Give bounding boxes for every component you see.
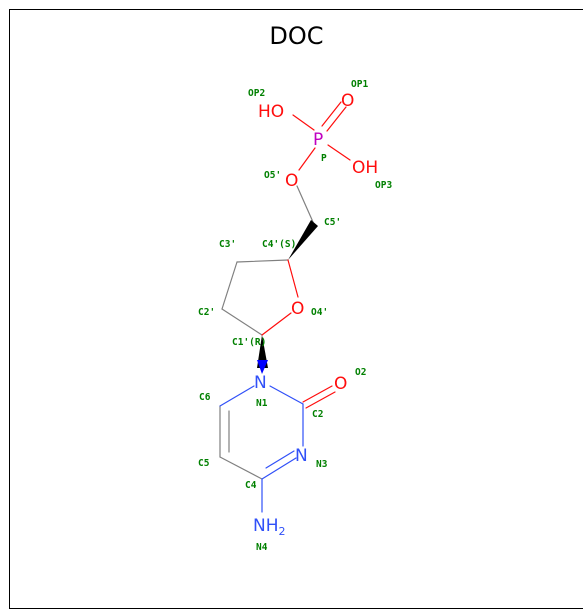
canvas-frame: [9, 9, 583, 609]
element-oh-right: OH: [352, 158, 378, 178]
bond-p-o-double-a: [321, 101, 342, 127]
atom-label-c2: C2: [312, 409, 323, 420]
element-n1: N: [254, 373, 267, 393]
atom-label-o5: O5': [264, 170, 281, 181]
atom-label-c5: C5': [324, 217, 341, 228]
bond-c2-o2-a: [302, 385, 333, 403]
atom-label-op2: OP2: [248, 88, 265, 99]
bond-c4-c5: [219, 456, 263, 480]
bonds: [219, 101, 351, 513]
bond-p-oh: [327, 144, 351, 161]
bond-ho-p: [292, 114, 315, 131]
atom-label-o2: O2: [355, 367, 366, 378]
atom-labels: OP2 OP1 P OP3 O5' C5' C4'(S) C3' C2' O4'…: [198, 79, 392, 553]
bond-p-o-double-b: [326, 106, 347, 132]
element-o5: O: [285, 171, 298, 191]
bond-c2-c1: [221, 308, 263, 336]
wedge-c1-n1: [257, 335, 268, 368]
atom-label-op1: OP1: [351, 79, 368, 90]
molecule-title: DOC: [269, 22, 324, 50]
bond-o4-c4: [287, 259, 299, 298]
element-phosphorus: P: [313, 130, 323, 150]
bond-o5-c5: [296, 185, 314, 223]
element-n3: N: [295, 446, 308, 466]
bond-n3-c4: [261, 457, 297, 480]
atom-label-c6: C6: [199, 392, 211, 403]
element-ho-left: HO: [258, 102, 284, 122]
bond-c1-o4: [261, 312, 292, 336]
atom-label-c2p: C2': [198, 307, 215, 318]
atom-label-n4: N4: [256, 542, 268, 553]
bond-c6-n1: [219, 385, 255, 407]
bond-c4-c3: [236, 259, 289, 263]
atom-label-c3: C3': [219, 239, 236, 250]
molecule-structure: HO P O OH O O N O N NH2 OP2 OP1 P OP3 O5…: [198, 79, 392, 553]
atom-label-o4: O4': [311, 307, 328, 318]
atom-label-op3: OP3: [375, 180, 392, 191]
atom-label-n1: N1: [256, 398, 268, 409]
atom-label-c1: C1'(R): [232, 337, 266, 348]
bond-c2-o2-b: [305, 391, 336, 409]
bond-n3-c4-inner: [265, 450, 295, 469]
atom-label-c5b: C5: [198, 458, 210, 469]
element-o2: O: [334, 374, 347, 394]
element-symbols: HO P O OH O O N O N NH2: [253, 91, 378, 538]
wedge-c1-n1-tip: [257, 360, 268, 374]
element-nh2: NH2: [253, 516, 286, 538]
element-o4: O: [291, 299, 304, 319]
atom-label-p: P: [321, 153, 327, 164]
atom-label-c4: C4'(S): [262, 239, 296, 250]
element-o-double: O: [341, 91, 354, 111]
wedge-c4-c5: [288, 220, 318, 260]
bond-c3-c2: [221, 261, 238, 310]
atom-label-n3: N3: [316, 459, 328, 470]
bond-p-o5: [298, 147, 316, 171]
atom-label-c4b: C4: [245, 480, 257, 491]
bond-n1-c2: [269, 385, 304, 405]
